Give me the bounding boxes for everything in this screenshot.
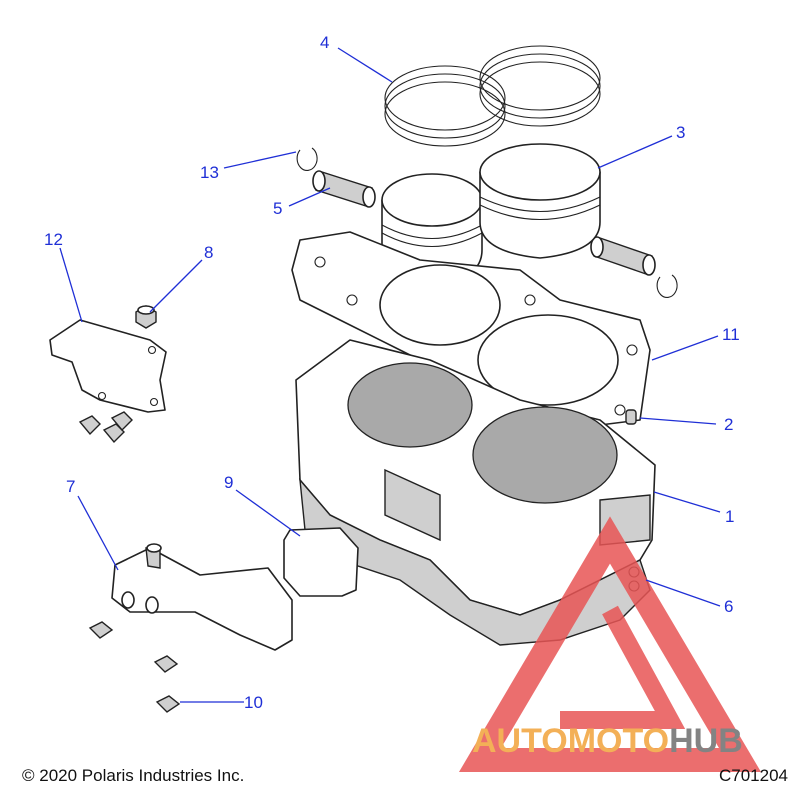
heat-shield xyxy=(49,319,167,413)
piston-rings xyxy=(384,45,601,147)
watermark-triangle xyxy=(458,516,762,772)
bolts xyxy=(78,305,181,713)
callout-8: 8 xyxy=(204,243,213,262)
watermark-moto: MOTO xyxy=(568,722,669,760)
copyright-text: © 2020 Polaris Industries Inc. xyxy=(22,766,245,785)
callout-10: 10 xyxy=(244,693,263,712)
callout-13: 13 xyxy=(200,163,219,182)
callout-4: 4 xyxy=(320,33,329,52)
callout-9: 9 xyxy=(224,473,233,492)
watermark-auto: AUTO xyxy=(472,722,568,760)
watermark-text: AUTOMOTOHUB xyxy=(472,722,743,760)
piston-pins xyxy=(312,170,656,276)
callout-12: 12 xyxy=(44,230,63,249)
callout-1: 1 xyxy=(725,507,734,526)
callout-11: 11 xyxy=(722,325,740,344)
callout-3: 3 xyxy=(676,123,685,142)
dowel-pin xyxy=(625,409,637,425)
drawing-code: C701204 xyxy=(718,766,788,785)
watermark-hub: HUB xyxy=(669,722,743,760)
head-gasket xyxy=(291,231,651,426)
leader-lines xyxy=(59,47,721,703)
circlips xyxy=(296,147,678,299)
callout-7: 7 xyxy=(66,477,75,496)
pistons xyxy=(381,143,601,286)
callouts: 4 3 13 5 12 8 11 2 1 6 9 7 10 xyxy=(44,33,740,712)
callout-2: 2 xyxy=(724,415,733,434)
callout-6: 6 xyxy=(724,597,733,616)
automotohub-watermark: AUTOMOTOHUB xyxy=(458,516,762,772)
outlet-gasket xyxy=(283,527,359,597)
callout-5: 5 xyxy=(273,199,282,218)
coolant-outlet-housing xyxy=(111,543,293,651)
